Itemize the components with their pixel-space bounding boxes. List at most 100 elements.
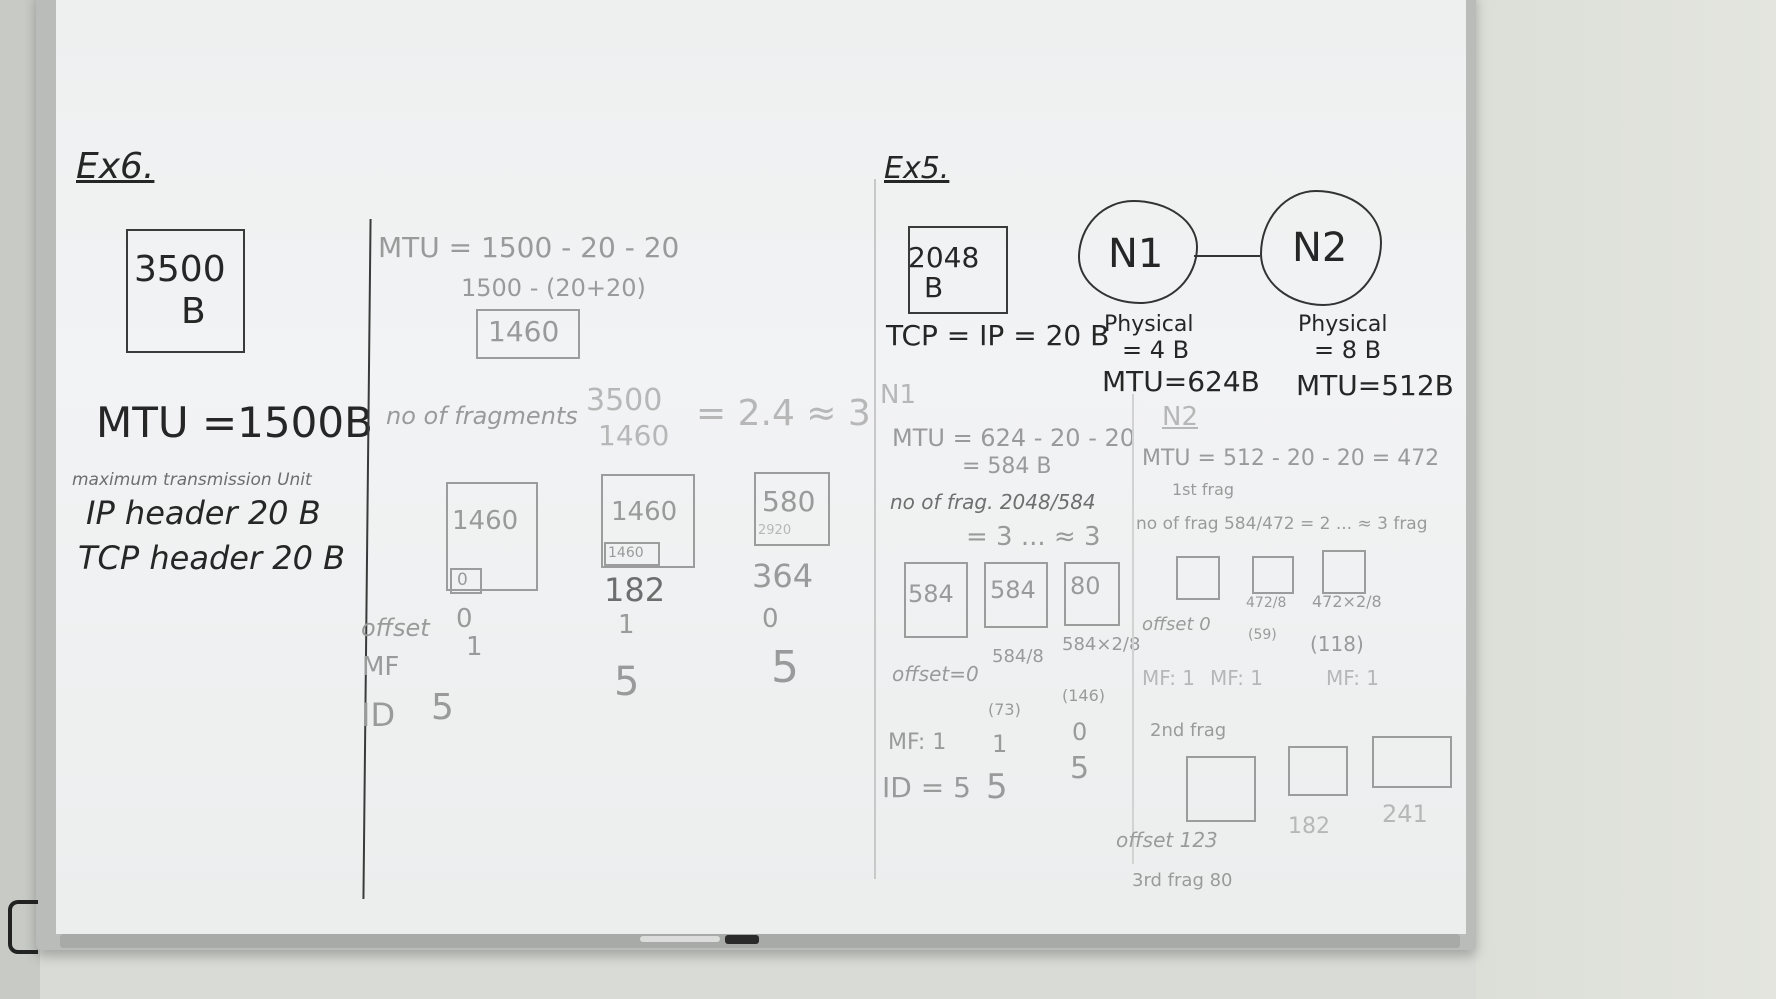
frag1-box xyxy=(446,482,538,591)
n1-offset-3b: (146) xyxy=(1062,686,1106,705)
n1-n2-divider xyxy=(1132,394,1134,864)
fragments-label: no of fragments xyxy=(386,402,578,430)
marker-white[interactable] xyxy=(640,936,720,942)
n2-offset-3: 472×2/8 xyxy=(1312,592,1382,611)
n2-calc: MTU = 512 - 20 - 20 = 472 xyxy=(1142,446,1440,471)
right-packet-unit: B xyxy=(924,271,944,304)
n2-second-3: 241 xyxy=(1382,800,1428,828)
n2-mf-row: MF: 1 xyxy=(1142,666,1196,690)
n1-mtu: MTU=624B xyxy=(1102,365,1260,398)
n2-second-frag: 2nd frag xyxy=(1150,720,1227,741)
n2-physical-size: = 8 B xyxy=(1314,336,1382,364)
row-mf-label: MF xyxy=(362,652,400,682)
fragments-fraction-bottom: 1460 xyxy=(598,419,670,452)
n1-offset-2: 584/8 xyxy=(992,646,1044,667)
network-link xyxy=(1194,255,1260,257)
mtu-calc-2: 1500 - (20+20) xyxy=(461,274,646,302)
n1-id-3: 5 xyxy=(1070,751,1090,786)
n2-second-2: 182 xyxy=(1288,814,1330,839)
wall-left xyxy=(0,0,40,999)
fragments-result: = 2.4 ≈ 3 xyxy=(696,393,871,434)
n2-offset-3b: (118) xyxy=(1310,632,1364,656)
frag1-offset-box-val: 0 xyxy=(457,570,468,590)
frag2-offset-box-val: 1460 xyxy=(608,545,644,561)
marker-black[interactable] xyxy=(725,935,759,944)
n1-frag1: 584 xyxy=(908,580,954,608)
n2-cloud-label: N2 xyxy=(1292,225,1348,271)
n2-mf-2: MF: 1 xyxy=(1210,666,1264,690)
right-tcp-ip: TCP = IP = 20 B xyxy=(886,319,1110,352)
marker-tray xyxy=(60,934,1460,948)
mtu-result-box xyxy=(476,309,580,359)
n1-offset-row: offset=0 xyxy=(892,662,979,686)
frag3-size: 580 xyxy=(762,485,816,518)
mtu-result: 1460 xyxy=(488,315,560,348)
n1-offset-2b: (73) xyxy=(988,700,1021,719)
n1-frag3: 80 xyxy=(1070,572,1101,600)
n1-cloud-label: N1 xyxy=(1108,231,1164,277)
n1-physical-size: = 4 B xyxy=(1122,336,1190,364)
n2-second-box-1 xyxy=(1186,756,1256,822)
n2-third-frag: 3rd frag 80 xyxy=(1132,870,1233,891)
n2-frag2-box xyxy=(1252,556,1294,594)
frag3-mf: 0 xyxy=(762,604,779,634)
fragments-fraction-top: 3500 xyxy=(586,383,663,418)
left-mtu: MTU =1500B xyxy=(96,398,373,447)
n2-second-offset: offset 123 xyxy=(1116,828,1218,852)
row-id-label: ID xyxy=(361,696,396,734)
n1-calc-2: = 584 B xyxy=(962,454,1052,479)
n2-heading: N2 xyxy=(1162,402,1198,432)
frag1-size: 1460 xyxy=(452,506,519,536)
n2-second-box-2 xyxy=(1288,746,1348,796)
frag2-box xyxy=(601,474,695,568)
frag2-offset: 182 xyxy=(604,571,666,609)
n2-frag1-box xyxy=(1176,556,1220,600)
divider-right xyxy=(874,179,876,879)
frag3-id: 5 xyxy=(771,642,799,693)
right-heading: Ex5. xyxy=(884,151,950,186)
n1-frag2: 584 xyxy=(990,576,1036,604)
left-mtu-expansion: maximum transmission Unit xyxy=(72,470,312,490)
frag3-offset-box-val: 2920 xyxy=(758,523,792,538)
left-heading: Ex6. xyxy=(76,146,155,187)
n2-frag-calc: no of frag 584/472 = 2 ... ≈ 3 frag xyxy=(1136,514,1428,534)
n1-mf-2: 1 xyxy=(992,730,1008,758)
frag1-id: 5 xyxy=(431,687,454,728)
n1-frag1-box xyxy=(904,562,968,638)
n2-offset-2: 472/8 xyxy=(1246,595,1287,611)
n1-frag-result: = 3 ... ≈ 3 xyxy=(966,522,1101,552)
n1-mf-3: 0 xyxy=(1072,718,1088,746)
frag1-offset-box xyxy=(450,568,482,594)
left-packet-size: 3500 xyxy=(134,249,226,290)
n1-heading: N1 xyxy=(880,380,916,410)
n1-calc-1: MTU = 624 - 20 - 20 xyxy=(892,424,1136,452)
n1-id-2: 5 xyxy=(986,767,1008,807)
n2-mf-3: MF: 1 xyxy=(1326,666,1380,690)
n2-second-box-3 xyxy=(1372,736,1452,788)
n2-frag3-box xyxy=(1322,550,1366,594)
n2-mtu: MTU=512B xyxy=(1296,369,1454,402)
whiteboard: Ex6. 3500 B MTU =1500B maximum transmiss… xyxy=(56,0,1466,934)
n2-first-frag: 1st frag xyxy=(1172,480,1235,499)
n1-frag-calc: no of frag. 2048/584 xyxy=(890,490,1096,514)
frag2-offset-box xyxy=(604,542,660,566)
row-offset-label: offset xyxy=(361,614,430,642)
n2-offset-2b: (59) xyxy=(1248,627,1277,643)
frag3-box xyxy=(754,472,830,546)
frag3-offset: 364 xyxy=(752,557,814,595)
frag1-mf: 1 xyxy=(466,632,483,662)
frag1-offset-val: 0 xyxy=(456,604,473,634)
mtu-calc-1: MTU = 1500 - 20 - 20 xyxy=(378,231,680,264)
wall-right xyxy=(1476,0,1776,999)
n2-physical: Physical xyxy=(1298,312,1388,337)
n1-frag2-box xyxy=(984,562,1048,628)
frag2-id: 5 xyxy=(614,659,640,705)
frag2-size: 1460 xyxy=(611,497,678,527)
board-clip xyxy=(8,900,38,954)
right-packet-size: 2048 xyxy=(908,241,980,274)
n1-physical: Physical xyxy=(1104,312,1194,337)
n1-mf-row: MF: 1 xyxy=(888,730,947,755)
right-packet-box xyxy=(908,226,1008,314)
left-packet-unit: B xyxy=(181,291,206,332)
n1-frag3-box xyxy=(1064,562,1120,626)
